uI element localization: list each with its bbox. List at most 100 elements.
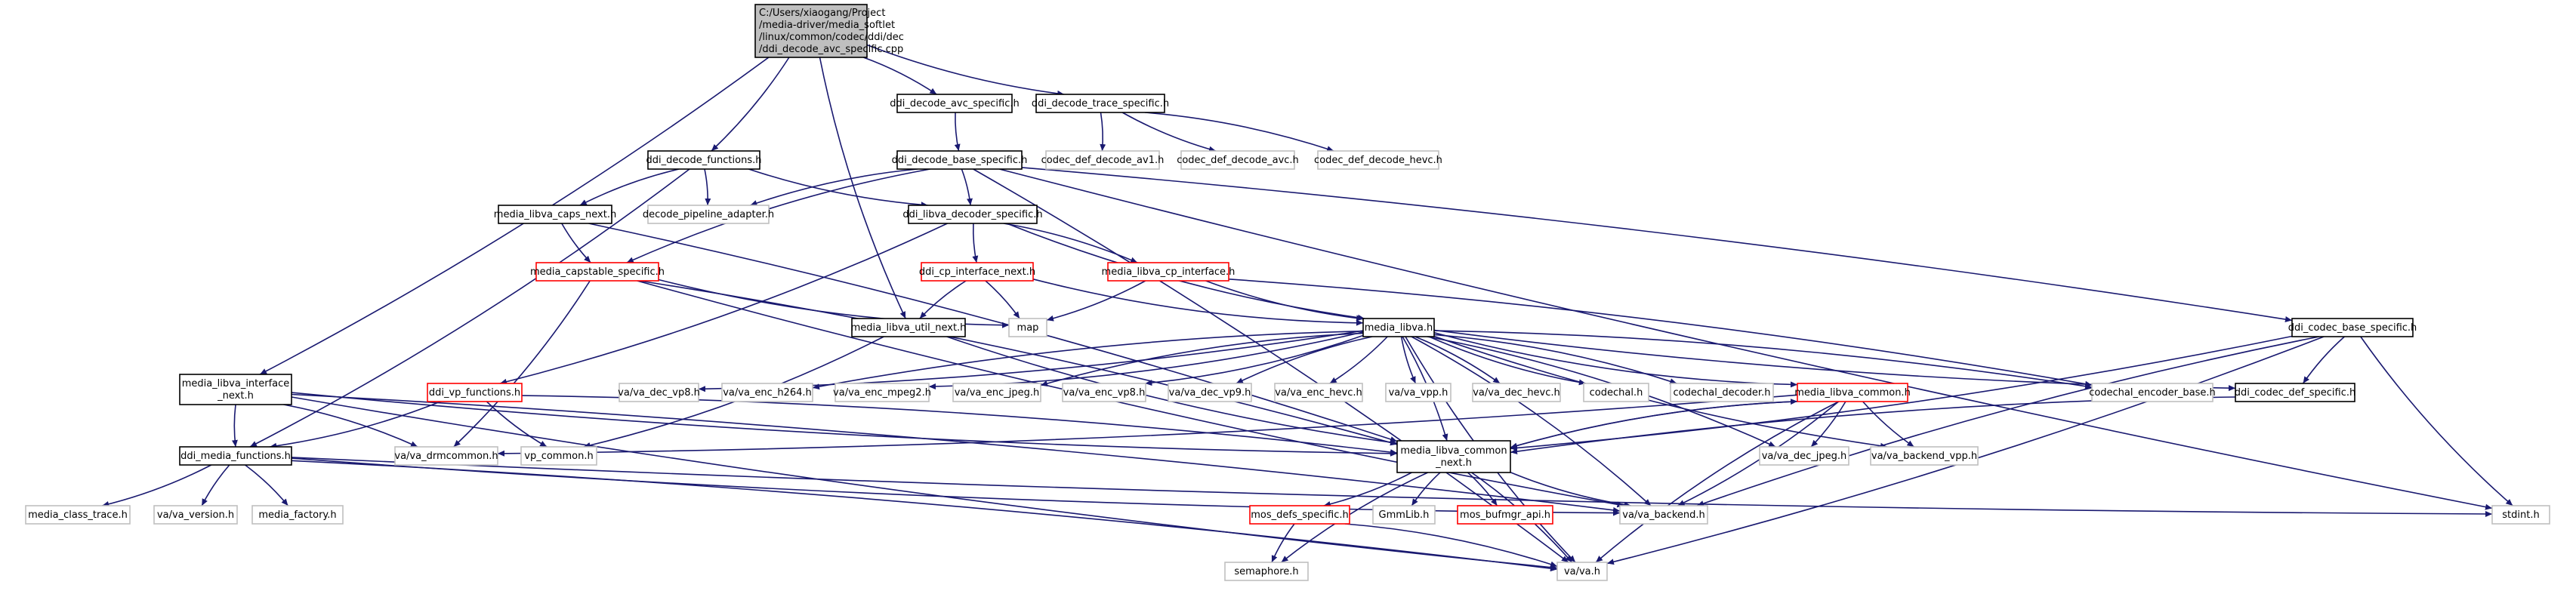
node-label: va/va_enc_jpeg.h [955, 387, 1040, 399]
edge-media_libva_common_h-to-va_backend_vpp_h [1862, 401, 1914, 448]
node-va-enc-hevc-h: va/va_enc_hevc.h [1274, 383, 1363, 402]
node-mos-bufmgr-api-h[interactable]: mos_bufmgr_api.h [1457, 505, 1553, 525]
node-label: va/va_vpp.h [1389, 387, 1448, 399]
edge-media_libva_interface_next_h-to-ddi_media_functions_h [231, 404, 238, 448]
edge-ddi_media_functions_h-to-media_class_trace_h [102, 464, 212, 507]
edge-media_libva_common_next_h-to-semaphore_h [1281, 472, 1429, 563]
edge-media_libva_h-to-codechal_h [1428, 336, 1586, 386]
node-ddi-decode-base-specific-h[interactable]: ddi_decode_base_specific.h [892, 150, 1028, 170]
node-label: va/va_drmcommon.h [394, 451, 498, 462]
edge-media_libva_common_next_h-to-va_backend_h [1510, 472, 1631, 508]
edge-ddi_codec_base_specific_h-to-va_backend_h [1696, 336, 2320, 506]
node-va-dec-vp9-h: va/va_dec_vp9.h [1168, 383, 1252, 402]
node-label: ddi_decode_trace_specific.h [1032, 98, 1169, 109]
edge-ddi_cp_interface_next_h-to-map [985, 280, 1020, 319]
node-ddi-cp-interface-next-h[interactable]: ddi_cp_interface_next.h [919, 262, 1035, 282]
node-GmmLib-h: GmmLib.h [1372, 505, 1436, 525]
edge-root-to-media_libva_util_next_h [819, 57, 906, 319]
edge-media_libva_interface_next_h-to-va_drmcommon_h [283, 404, 418, 448]
node-codechal-encoder-base-h: codechal_encoder_base.h [2089, 383, 2216, 402]
node-ddi-codec-def-specific-h[interactable]: ddi_codec_def_specific.h [2235, 383, 2355, 402]
node-media-libva-common-h[interactable]: media_libva_common.h [1794, 383, 1911, 402]
node-va-dec-hevc-h: va/va_dec_hevc.h [1472, 383, 1561, 402]
node-label: va/va_enc_vp8.h [1063, 387, 1146, 399]
edge-media_libva_common_h-to-va_va_h [1595, 401, 1840, 563]
edge-ddi_cp_interface_next_h-to-media_libva_h [1032, 279, 1364, 326]
node-label: _next.h [1435, 457, 1472, 469]
edge-media_libva_common_next_h-to-GmmLib_h [1411, 472, 1441, 506]
node-label: codechal_encoder_base.h [2089, 387, 2216, 399]
node-label: media_libva_util_next.h [851, 322, 967, 334]
node-media-libva-interface-next-h[interactable]: media_libva_interface_next.h [179, 374, 292, 405]
node-ddi-decode-functions-h[interactable]: ddi_decode_functions.h [646, 150, 762, 170]
node-label: decode_pipeline_adapter.h [643, 209, 774, 220]
node-label: media_libva_caps_next.h [494, 209, 616, 220]
node-label: codec_def_decode_avc.h [1177, 155, 1299, 166]
node-label: _next.h [217, 390, 254, 402]
node-label: ddi_decode_base_specific.h [892, 155, 1028, 166]
node-label: mos_bufmgr_api.h [1460, 509, 1550, 521]
edge-media_libva_interface_next_h-to-media_libva_common_next_h [291, 392, 1398, 457]
edge-ddi_libva_decoder_specific_h-to-media_libva_h [1006, 223, 1365, 321]
node-label: ddi_media_functions.h [180, 451, 291, 462]
node-ddi-decode-trace-specific-h[interactable]: ddi_decode_trace_specific.h [1032, 94, 1169, 113]
edge-media_libva_cp_interface_h-to-media_libva_h [1205, 280, 1364, 322]
node-codechal-h: codechal.h [1583, 383, 1649, 402]
node-ddi-decode-avc-specific-h[interactable]: ddi_decode_avc_specific.h [890, 94, 1020, 113]
node-ddi-vp-functions-h[interactable]: ddi_vp_functions.h [427, 383, 523, 402]
node-root[interactable]: C:/Users/xiaogang/Project/media-driver/m… [754, 4, 904, 58]
node-label: map [1017, 322, 1039, 334]
node-ddi-media-functions-h[interactable]: ddi_media_functions.h [179, 446, 292, 466]
node-codechal-decoder-h: codechal_decoder.h [1670, 383, 1774, 402]
node-label: media_libva_common.h [1794, 387, 1911, 399]
edge-media_capstable_specific_h-to-va_backend_h [637, 280, 1624, 508]
node-codec-def-decode-avc-h: codec_def_decode_avc.h [1177, 150, 1299, 170]
edge-ddi_media_functions_h-to-va_version_h [201, 464, 230, 506]
edge-media_libva_h-to-va_vpp_h [1400, 336, 1417, 384]
node-media-libva-h[interactable]: media_libva.h [1362, 318, 1435, 337]
edge-mos_defs_specific_h-to-va_va_h [1344, 523, 1558, 568]
edge-media_libva_h-to-va_dec_hevc_h [1414, 336, 1501, 384]
node-label: ddi_codec_def_specific.h [2235, 387, 2355, 399]
edge-media_libva_common_next_h-to-mos_defs_specific_h [1323, 472, 1412, 507]
node-va-backend-h: va/va_backend.h [1619, 505, 1708, 525]
edge-media_libva_h-to-va_dec_vp8_h [698, 330, 1364, 392]
node-va-enc-mpeg2-h: va/va_enc_mpeg2.h [833, 383, 931, 402]
node-media-libva-common-next-h[interactable]: media_libva_common_next.h [1396, 440, 1511, 473]
edge-media_libva_h-to-va_enc_jpeg_h [1040, 332, 1364, 386]
nodes-layer: C:/Users/xiaogang/Project/media-driver/m… [25, 4, 2550, 581]
node-stdint-h: stdint.h [2491, 505, 2550, 525]
node-label: media_libva_interface [182, 378, 290, 389]
edge-media_capstable_specific_h-to-media_libva_common_next_h [639, 280, 1398, 446]
edge-ddi_decode_functions_h-to-ddi_libva_decoder_specific_h [748, 168, 928, 208]
node-va-dec-vp8-h: va/va_dec_vp8.h [618, 383, 700, 402]
node-media-capstable-specific-h[interactable]: media_capstable_specific.h [530, 262, 665, 282]
edge-media_libva_cp_interface_h-to-map [1046, 280, 1146, 322]
node-media-libva-caps-next-h[interactable]: media_libva_caps_next.h [494, 205, 616, 224]
node-va-enc-vp8-h: va/va_enc_vp8.h [1062, 383, 1146, 402]
node-label: ddi_libva_decoder_specific.h [902, 209, 1042, 220]
edge-ddi_decode_base_specific_h-to-ddi_libva_decoder_specific_h [961, 168, 973, 206]
node-va-version-h: va/va_version.h [153, 505, 238, 525]
node-semaphore-h: semaphore.h [1224, 562, 1309, 581]
node-ddi-libva-decoder-specific-h[interactable]: ddi_libva_decoder_specific.h [902, 205, 1043, 224]
node-label: stdint.h [2502, 509, 2539, 521]
edge-media_libva_common_next_h-to-mos_bufmgr_api_h [1467, 472, 1498, 506]
node-label: vp_common.h [524, 451, 593, 462]
edge-media_libva_h-to-va_enc_h264_h [812, 331, 1364, 390]
edge-ddi_libva_decoder_specific_h-to-ddi_cp_interface_next_h [972, 223, 979, 263]
node-media-libva-cp-interface-h[interactable]: media_libva_cp_interface.h [1102, 262, 1236, 282]
edge-ddi_decode_functions_h-to-media_libva_caps_next_h [579, 168, 680, 206]
edge-ddi_decode_functions_h-to-decode_pipeline_adapter_h [704, 168, 711, 206]
edge-media_libva_h-to-media_libva_common_h [1433, 331, 1798, 388]
node-label: codechal.h [1590, 387, 1643, 399]
node-codec-def-decode-av1-h: codec_def_decode_av1.h [1041, 150, 1164, 170]
node-va-va-h: va/va.h [1556, 562, 1608, 581]
edge-media_libva_caps_next_h-to-media_capstable_specific_h [561, 223, 591, 263]
node-ddi-codec-base-specific-h[interactable]: ddi_codec_base_specific.h [2288, 318, 2417, 337]
node-media-libva-util-next-h[interactable]: media_libva_util_next.h [851, 318, 967, 337]
edge-ddi_decode_base_specific_h-to-decode_pipeline_adapter_h [750, 168, 918, 206]
node-label: va/va_backend.h [1622, 509, 1705, 521]
node-mos-defs-specific-h[interactable]: mos_defs_specific.h [1249, 505, 1350, 525]
